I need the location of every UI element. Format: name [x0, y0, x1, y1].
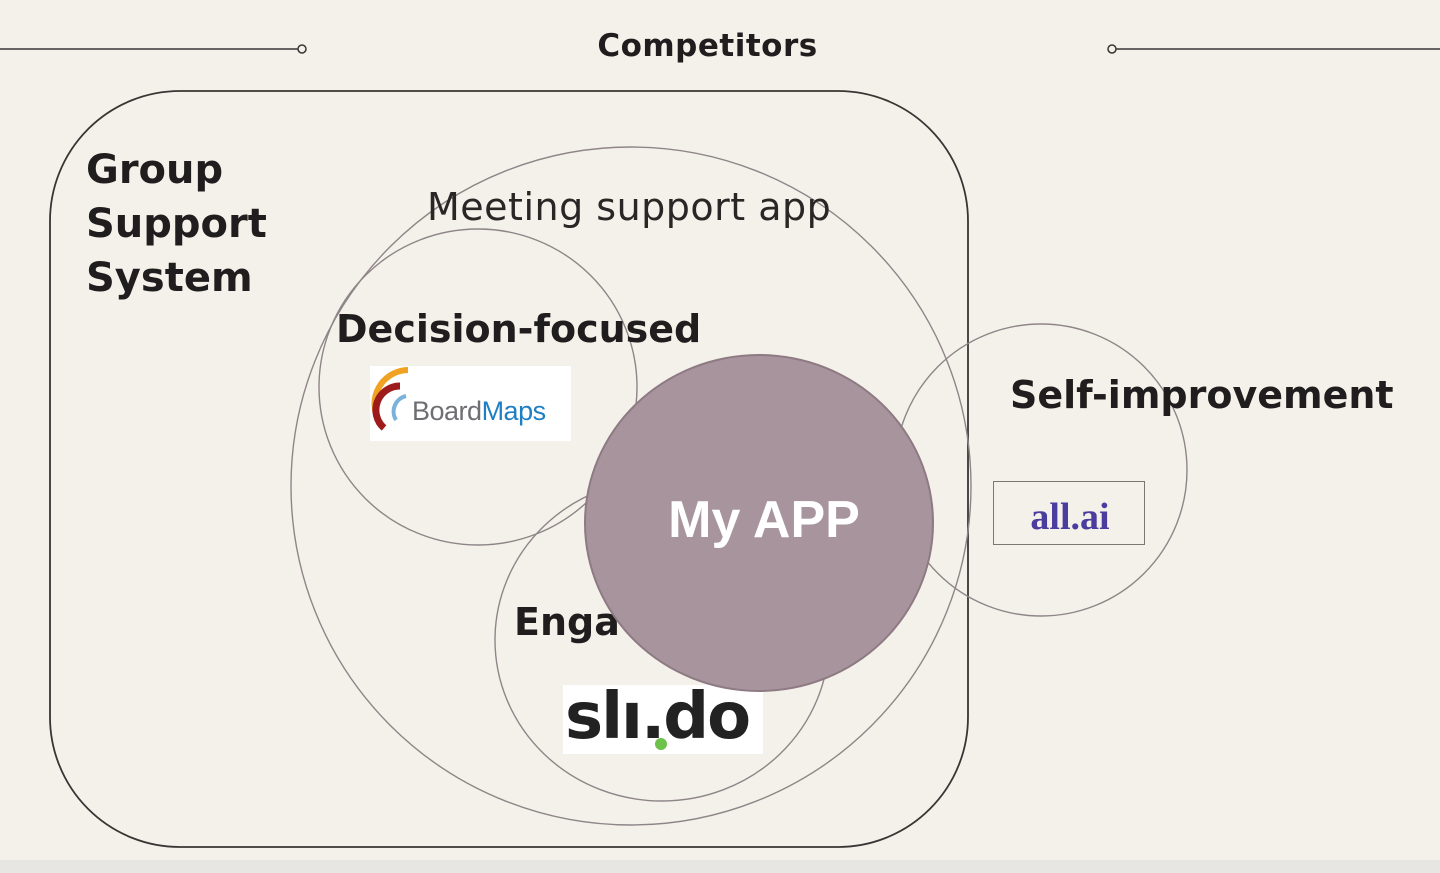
- boardmaps-word-board: Board: [412, 396, 482, 426]
- meeting-support-app-label: Meeting support app: [427, 185, 832, 229]
- decision-focused-circle: [318, 228, 638, 546]
- meeting-support-app-circle: [290, 146, 972, 826]
- slido-logo: slı.do: [563, 680, 763, 754]
- group-support-system-label: Group Support System: [86, 147, 267, 301]
- engagement-label: Enga: [514, 600, 620, 644]
- header-rule-left-end: [297, 44, 307, 54]
- allai-logo: all.ai: [993, 481, 1145, 545]
- bottom-strip: [0, 860, 1440, 873]
- diagram-title: Competitors: [597, 28, 818, 64]
- slido-dot-icon: [655, 738, 667, 750]
- my-app-label: My APP: [668, 491, 860, 549]
- boardmaps-logo: BoardMaps: [370, 366, 571, 441]
- decision-focused-label: Decision-focused: [336, 307, 702, 351]
- group-support-system-box: [49, 90, 969, 848]
- allai-wordmark: all.ai: [1030, 496, 1110, 538]
- boardmaps-wordmark: BoardMaps: [412, 396, 546, 427]
- boardmaps-word-maps: Maps: [481, 396, 547, 426]
- self-improvement-circle: [894, 323, 1188, 617]
- header-rule-right-end: [1107, 44, 1117, 54]
- my-app-circle: [584, 354, 934, 692]
- self-improvement-label: Self-improvement: [1010, 373, 1394, 417]
- boardmaps-emblem: [371, 367, 409, 431]
